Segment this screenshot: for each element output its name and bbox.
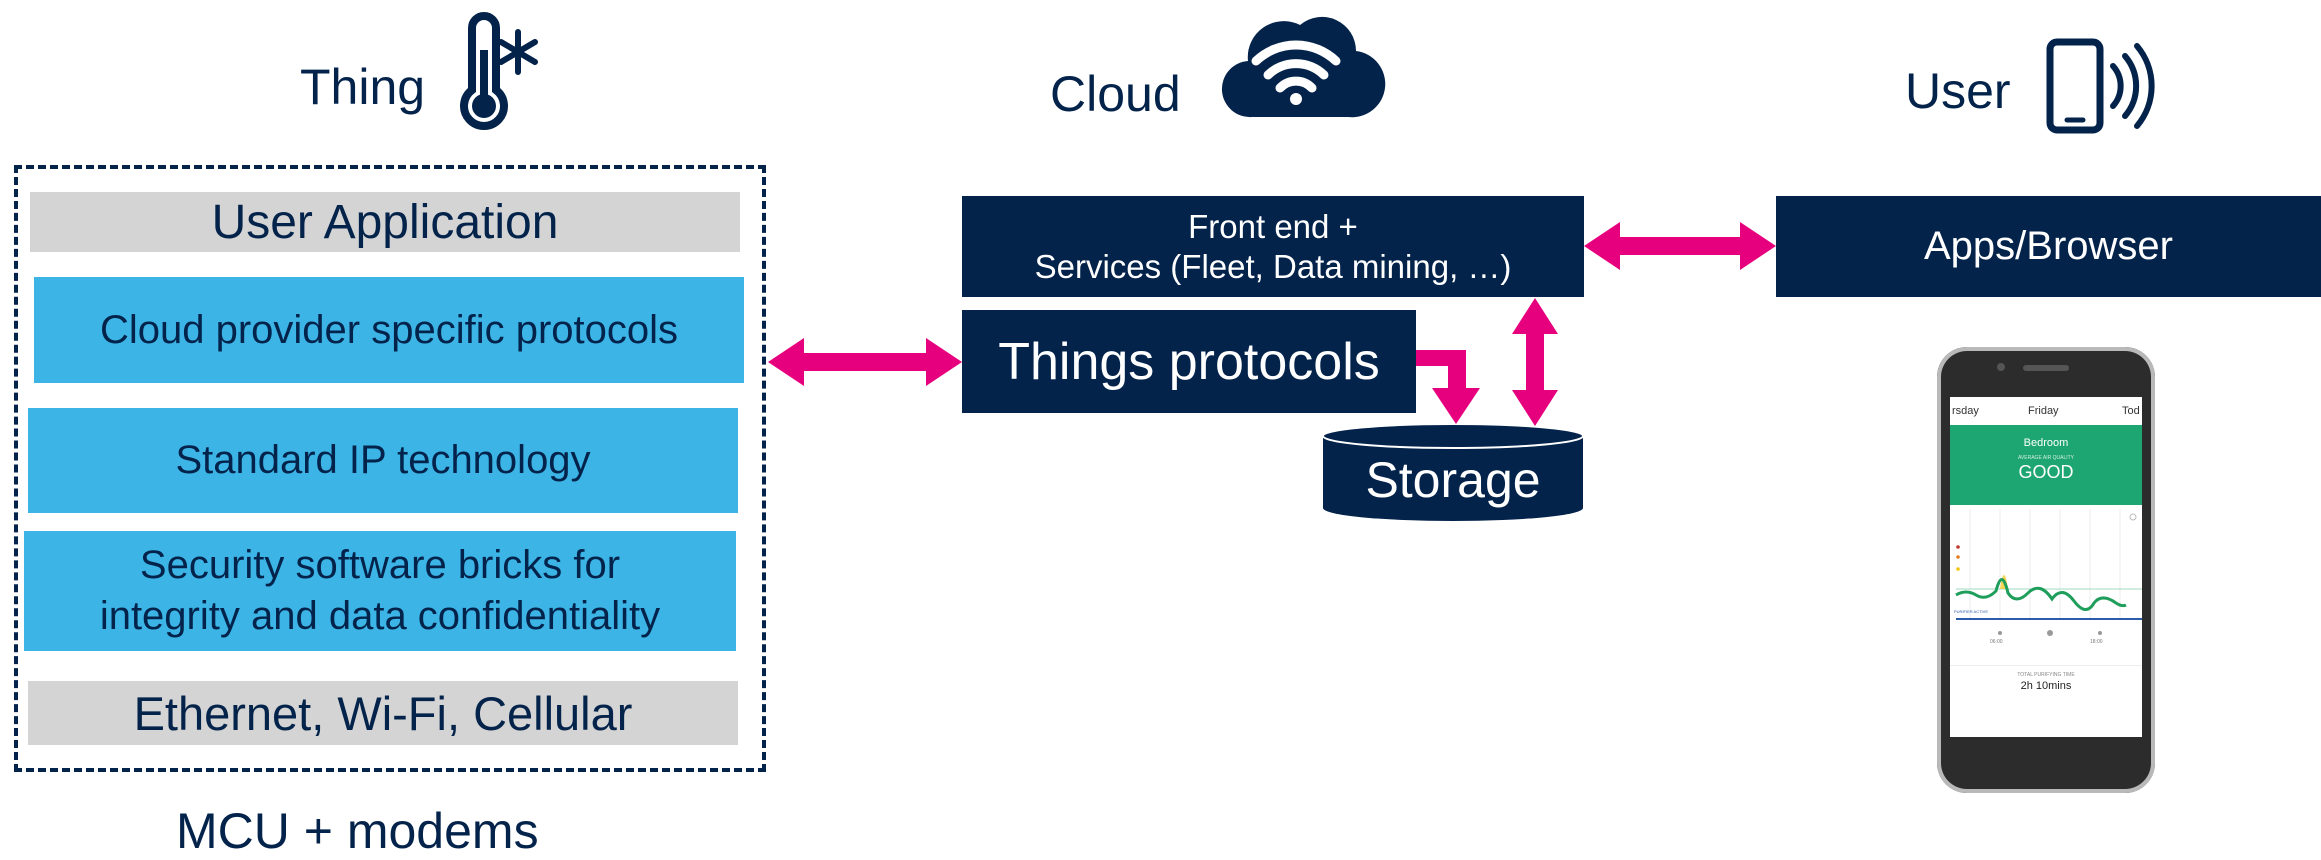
- smartphone-signal-icon: [2046, 38, 2155, 134]
- cloud-header: Cloud: [1050, 66, 1181, 122]
- thing-dashed-border: [14, 165, 766, 772]
- standard-ip-layer: Standard IP technology: [28, 408, 738, 513]
- phone-screen: rsday Friday Tod Bedroom AVERAGE AIR QUA…: [1950, 397, 2142, 737]
- user-header: User: [1905, 63, 2011, 119]
- air-quality-panel: Bedroom AVERAGE AIR QUALITY GOOD: [1950, 425, 2142, 505]
- protocols-storage-arrow: [1416, 350, 1480, 424]
- thermometer-snowflake-icon: [460, 12, 538, 130]
- front-end-box: Front end + Services (Fleet, Data mining…: [962, 196, 1584, 297]
- apps-browser-box: Apps/Browser: [1776, 196, 2321, 297]
- thing-header: Thing: [300, 59, 426, 115]
- quality-caption: AVERAGE AIR QUALITY: [2017, 455, 2075, 461]
- tick-1: 06:00: [1990, 639, 2003, 645]
- smartphone-image: rsday Friday Tod Bedroom AVERAGE AIR QUA…: [1937, 347, 2155, 793]
- total-time-panel: TOTAL PURIFYING TIME 2h 10mins: [1950, 665, 2142, 692]
- storage-cylinder: [1322, 423, 1584, 521]
- storage-frontend-arrow: [1512, 298, 1558, 426]
- phone-speaker: [2023, 365, 2069, 371]
- cloud-protocols-layer: Cloud provider specific protocols: [34, 277, 744, 383]
- day-tabs: rsday Friday Tod: [1950, 397, 2142, 425]
- phone-camera: [1997, 363, 2005, 371]
- tick-2: 18:00: [2090, 639, 2103, 645]
- cloud-user-arrow: [1584, 222, 1776, 270]
- day-current: Friday: [2028, 405, 2059, 417]
- front-end-line-1: Front end +: [1188, 207, 1358, 245]
- room-name: Bedroom: [2023, 437, 2069, 449]
- security-line-1: Security software bricks for: [139, 543, 621, 587]
- total-value: 2h 10mins: [2020, 680, 2072, 692]
- quality-value: GOOD: [2018, 462, 2074, 482]
- thing-cloud-arrow: [768, 338, 962, 386]
- day-prev: rsday: [1952, 405, 1979, 417]
- cloud-wifi-icon: [1221, 16, 1386, 118]
- purifier-label: PURIFIER ACTIVE: [1954, 609, 1989, 614]
- security-layer: Security software bricks for integrity a…: [24, 531, 736, 651]
- total-caption: TOTAL PURIFYING TIME: [2017, 672, 2075, 678]
- air-quality-chart: [1955, 509, 2142, 636]
- user-application-layer: User Application: [30, 192, 740, 252]
- security-line-2: integrity and data confidentiality: [99, 594, 661, 638]
- storage-label: Storage: [1365, 452, 1541, 508]
- things-protocols-box: Things protocols: [962, 310, 1416, 413]
- mcu-modems-label: MCU + modems: [176, 803, 539, 859]
- day-next: Tod: [2122, 405, 2140, 417]
- connectivity-layer: Ethernet, Wi-Fi, Cellular: [28, 681, 738, 745]
- front-end-line-2: Services (Fleet, Data mining, …): [1034, 247, 1512, 285]
